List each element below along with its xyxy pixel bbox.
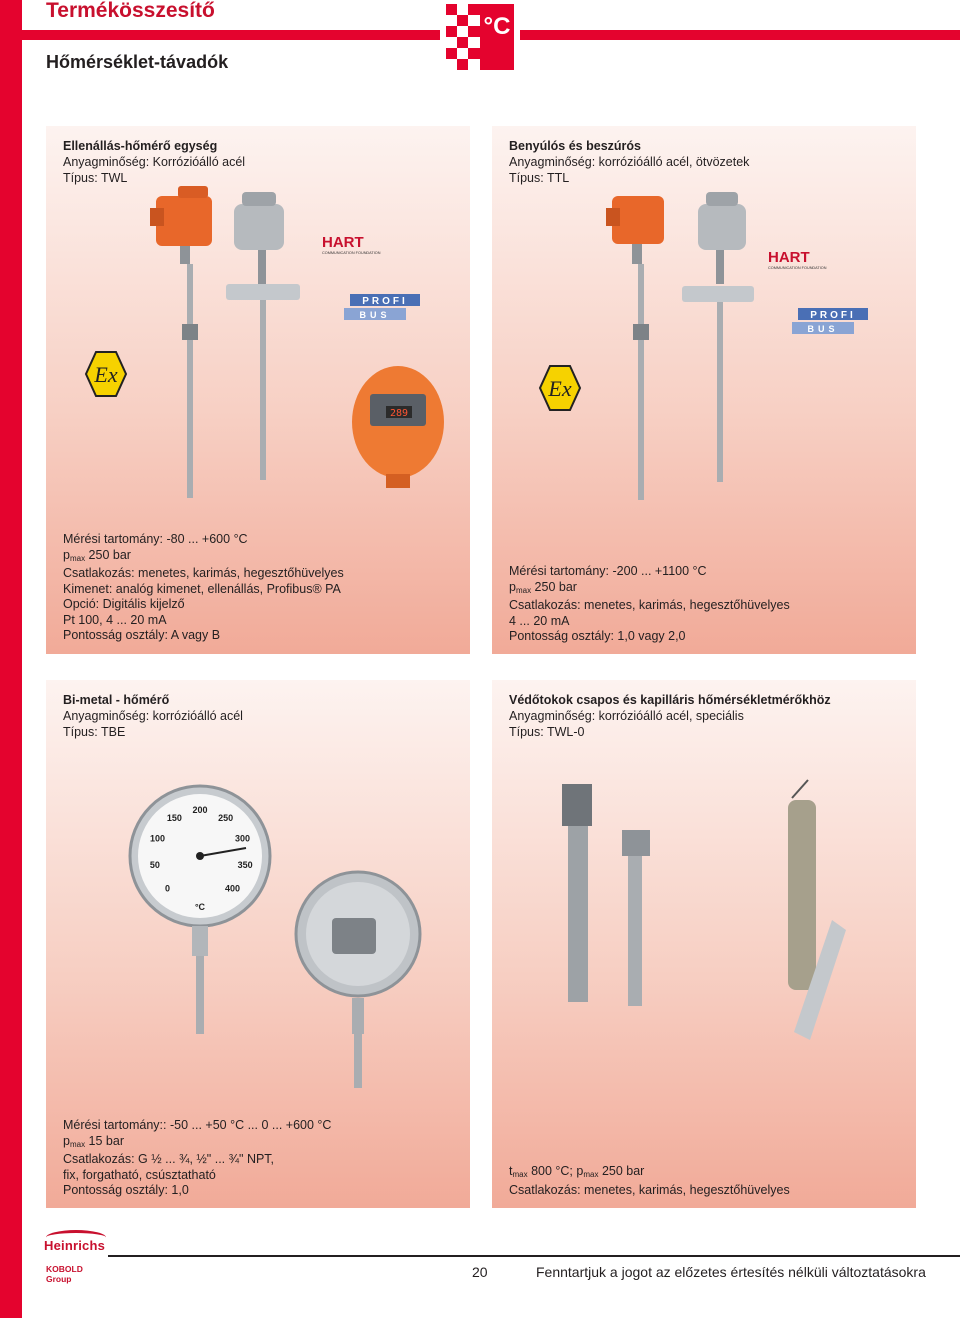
card-resistance-thermometer: Ellenállás-hőmérő egység Anyagminőség: K… <box>46 126 470 654</box>
dial-label: 250 <box>218 813 233 823</box>
card-title: Benyúlós és beszúrós <box>509 139 641 153</box>
thermowell-capillary <box>788 800 816 990</box>
page-title: Termékösszesítő <box>46 0 223 24</box>
celsius-logo: °C <box>446 4 514 70</box>
spec-accuracy: Pontosság osztály: 1,0 <box>63 1183 189 1197</box>
spec-connection: Csatlakozás: menetes, karimás, hegesztőh… <box>63 566 344 580</box>
dial-label: 50 <box>150 860 160 870</box>
header-rule-left <box>0 30 440 40</box>
hart-logo: HART <box>322 234 364 251</box>
dial-label: 400 <box>225 884 240 894</box>
heinrichs-logo: Heinrichs KOBOLD Group <box>44 1228 110 1284</box>
spec-signal: Pt 100, 4 ... 20 mA <box>63 612 167 627</box>
dial-label: 100 <box>150 833 165 843</box>
card-title: Védőtokok csapos és kapilláris hőmérsékl… <box>509 693 831 707</box>
svg-text:BUS: BUS <box>359 310 390 320</box>
probe-stem <box>187 264 193 498</box>
spec-accuracy: Pontosság osztály: 1,0 vagy 2,0 <box>509 629 686 643</box>
hart-logo: HART <box>768 249 810 266</box>
card-material: Anyagminőség: korrózióálló acél, ötvözet… <box>509 155 750 169</box>
spec-range: Mérési tartomány: -200 ... +1100 °C <box>509 564 707 578</box>
card-specs: tmax 800 °C; pmax 250 bar Csatlakozás: m… <box>509 1164 790 1198</box>
spec-temp-pressure: tmax 800 °C; pmax 250 bar <box>509 1164 645 1179</box>
product-image-ttl: HART COMMUNICATION FOUNDATION PROFI BUS … <box>538 192 868 500</box>
card-type: Típus: TTL <box>509 171 570 185</box>
card-specs: Mérési tartomány: -200 ... +1100 °C pmax… <box>509 564 790 645</box>
profibus-logo <box>350 294 420 306</box>
spec-option: Opció: Digitális kijelző <box>63 597 185 611</box>
spec-accuracy: Pontosság osztály: A vagy B <box>63 628 221 642</box>
orange-head <box>156 196 212 246</box>
dial-label: 300 <box>235 833 250 843</box>
product-image-twl: HART COMMUNICATION FOUNDATION PROFI BUS … <box>84 186 444 498</box>
flange <box>226 284 300 300</box>
dial-needle <box>199 847 247 857</box>
svg-text:°C: °C <box>484 13 511 40</box>
product-image-twl0 <box>562 779 846 1040</box>
spec-output: Kimenet: analóg kimenet, ellenállás, Pro… <box>63 581 341 596</box>
svg-text:PROFI: PROFI <box>810 310 856 321</box>
svg-text:COMMUNICATION FOUNDATION: COMMUNICATION FOUNDATION <box>322 251 381 255</box>
spec-pressure: pmax 15 bar <box>63 1133 124 1149</box>
svg-text:Ex: Ex <box>93 362 117 387</box>
card-header: Bi-metal - hőmérő Anyagminőség: korrózió… <box>63 692 243 740</box>
spec-connection: Csatlakozás: G ½ ... ¾, ½" ... ¾" NPT, <box>63 1152 275 1166</box>
spec-pressure: pmax 250 bar <box>509 579 577 595</box>
card-header: Benyúlós és beszúrós Anyagminőség: korró… <box>509 138 749 186</box>
card-specs: Mérési tartomány: -80 ... +600 °C pmax 2… <box>63 532 344 644</box>
section-subtitle: Hőmérséklet-távadók <box>46 52 229 72</box>
header-rule-right <box>520 30 960 40</box>
display-readout: 289 <box>390 408 408 419</box>
card-material: Anyagminőség: korrózióálló acél, speciál… <box>509 709 744 723</box>
dial-label: 0 <box>165 884 170 894</box>
card-type: Típus: TWL-0 <box>509 725 585 739</box>
dial-unit: °C <box>195 902 206 912</box>
card-type: Típus: TWL <box>63 171 128 185</box>
spec-pressure: pmax 250 bar <box>63 547 131 563</box>
thermowell-tapered <box>794 920 846 1040</box>
footer-disclaimer: Fenntartjuk a jogot az előzetes értesíté… <box>536 1264 926 1280</box>
card-header: Ellenállás-hőmérő egység Anyagminőség: K… <box>63 138 245 186</box>
ex-hazard-icon <box>84 351 128 397</box>
spec-range: Mérési tartomány: -80 ... +600 °C <box>63 532 248 546</box>
left-accent-bar <box>0 0 22 1318</box>
card-type: Típus: TBE <box>63 725 126 739</box>
dial-label: 200 <box>192 805 207 815</box>
card-header: Védőtokok csapos és kapilláris hőmérsékl… <box>509 692 831 740</box>
spec-connection: Csatlakozás: menetes, karimás, hegesztőh… <box>509 1182 790 1197</box>
card-insertion-probe: Benyúlós és beszúrós Anyagminőség: korró… <box>492 126 916 654</box>
spec-connection-options: fix, forgatható, csúsztatható <box>63 1167 216 1182</box>
spec-connection: Csatlakozás: menetes, karimás, hegesztőh… <box>509 598 790 612</box>
footer-rule <box>108 1255 960 1257</box>
svg-text:PROFI: PROFI <box>362 296 408 307</box>
svg-text:BUS: BUS <box>807 324 838 334</box>
svg-text:Ex: Ex <box>547 376 571 401</box>
card-material: Anyagminőség: Korrózióálló acél <box>63 155 246 169</box>
brand-group: KOBOLD Group <box>46 1264 83 1284</box>
profibus-logo <box>798 308 868 320</box>
thermowell-threaded <box>562 784 592 826</box>
card-bimetal-thermometer: Bi-metal - hőmérő Anyagminőség: korrózió… <box>46 680 470 1208</box>
svg-text:COMMUNICATION FOUNDATION: COMMUNICATION FOUNDATION <box>768 266 827 270</box>
ex-hazard-icon <box>538 365 582 411</box>
spec-range: Mérési tartomány:: -50 ... +50 °C ... 0 … <box>63 1118 332 1132</box>
card-thermowell: Védőtokok csapos és kapilláris hőmérsékl… <box>492 680 916 1208</box>
dial-label: 350 <box>238 860 253 870</box>
brand-name: Heinrichs <box>44 1238 106 1253</box>
card-title: Bi-metal - hőmérő <box>63 693 170 707</box>
card-material: Anyagminőség: korrózióálló acél <box>63 709 243 723</box>
page-number: 20 <box>472 1264 488 1280</box>
card-specs: Mérési tartomány:: -50 ... +50 °C ... 0 … <box>63 1118 331 1199</box>
card-title: Ellenállás-hőmérő egység <box>63 139 218 153</box>
thermowell-flanged <box>622 830 650 856</box>
dial-label: 150 <box>167 813 182 823</box>
spec-signal: 4 ... 20 mA <box>509 613 570 628</box>
